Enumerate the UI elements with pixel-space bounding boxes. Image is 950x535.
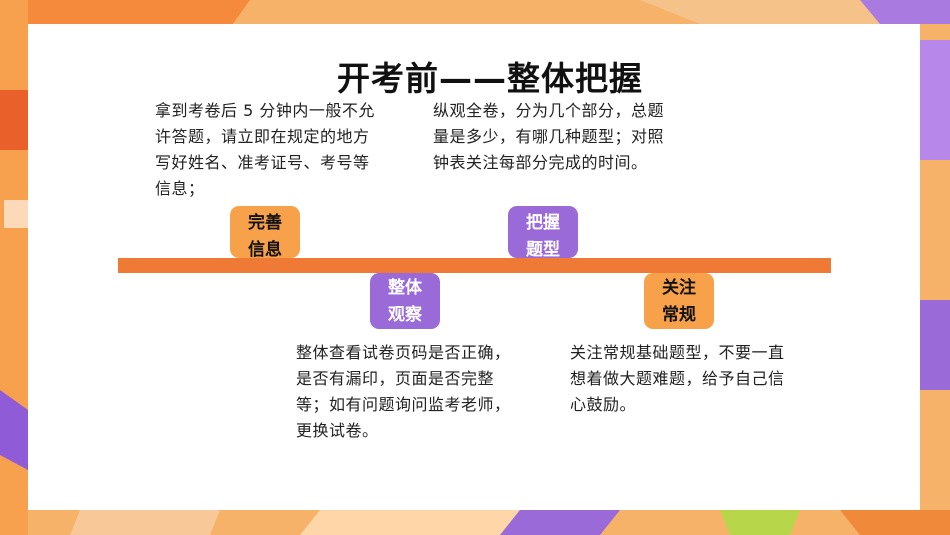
tag-line: 题型: [526, 240, 560, 258]
slide-title: 开考前——整体把握: [337, 59, 643, 98]
tag-focus-routine: 关注 常规: [644, 273, 714, 329]
item-text-focus-routine: 关注常规基础题型，不要一直想着做大题难题，给予自己信心鼓励。: [570, 343, 785, 414]
item-text-complete-info: 拿到考卷后 5 分钟内一般不允许答题，请立即在规定的地方写好姓名、准考证号、考号…: [155, 101, 375, 198]
tag-complete-info: 完善 信息: [230, 206, 300, 258]
tag-overall-observe: 整体 观察: [370, 273, 440, 329]
tag-line: 整体: [388, 278, 422, 298]
tag-line: 关注: [662, 278, 696, 298]
tag-line: 把握: [526, 213, 560, 233]
item-text-overall-observe: 整体查看试卷页码是否正确，是否有漏印，页面是否完整等；如有问题询问监考老师，更换…: [296, 343, 511, 440]
tag-line: 常规: [662, 305, 696, 325]
item-text-grasp-types: 纵观全卷，分为几个部分，总题量是多少，有哪几种题型；对照钟表关注每部分完成的时间…: [433, 101, 665, 172]
tag-line: 观察: [388, 305, 422, 325]
tag-grasp-types: 把握 题型: [508, 206, 578, 258]
tag-line: 信息: [248, 240, 282, 258]
timeline-bar: [118, 258, 831, 273]
tag-line: 完善: [248, 213, 282, 233]
